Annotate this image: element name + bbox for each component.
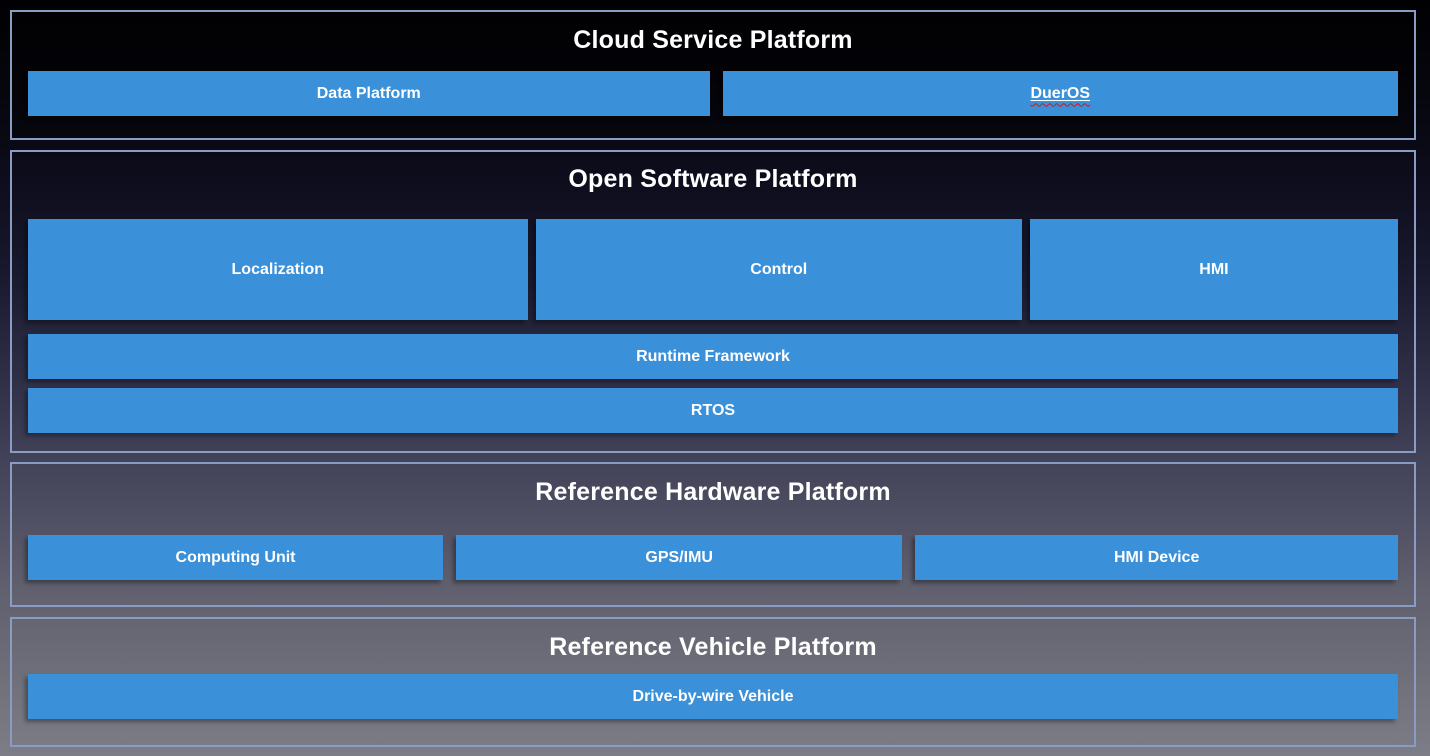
vehicle-section-title: Reference Vehicle Platform [549,633,877,661]
hardware-boxes-row: Computing Unit GPS/IMU HMI Device [28,535,1398,580]
box-rtos: RTOS [28,388,1398,433]
box-data-platform-label: Data Platform [316,84,421,102]
cloud-boxes-row: Data Platform DuerOS [28,71,1398,116]
section-cloud-service-platform: Cloud Service Platform Data Platform Due… [10,10,1416,140]
box-drive-by-wire-vehicle: Drive-by-wire Vehicle [28,674,1398,719]
section-reference-hardware-platform: Reference Hardware Platform Computing Un… [10,462,1416,607]
box-dueros-label: DuerOS [1030,84,1091,102]
box-rtos-label: RTOS [690,401,736,419]
section-open-software-platform: Open Software Platform Localization Cont… [10,150,1416,453]
box-dueros: DuerOS [722,71,1398,116]
box-hmi-device-label: HMI Device [1113,548,1200,566]
box-data-platform: Data Platform [28,71,710,116]
box-computing-unit-label: Computing Unit [175,548,296,566]
box-hmi: HMI [1029,219,1398,320]
box-hmi-label: HMI [1199,260,1229,278]
box-gps-imu: GPS/IMU [456,535,903,580]
box-localization-label: Localization [231,260,324,278]
box-localization: Localization [28,219,528,320]
box-hmi-device: HMI Device [915,535,1398,580]
section-reference-vehicle-platform: Reference Vehicle Platform Drive-by-wire… [10,617,1416,747]
hardware-section-title: Reference Hardware Platform [535,478,891,506]
spellcheck-underline: DuerOS [1030,85,1090,103]
software-section-title: Open Software Platform [568,165,858,193]
software-modules-row: Localization Control HMI [28,219,1398,320]
box-control-label: Control [750,260,808,278]
box-gps-imu-label: GPS/IMU [645,548,713,566]
box-runtime-framework-label: Runtime Framework [636,347,790,365]
box-control: Control [535,219,1022,320]
box-computing-unit: Computing Unit [28,535,444,580]
box-drive-by-wire-vehicle-label: Drive-by-wire Vehicle [632,687,794,705]
box-runtime-framework: Runtime Framework [28,334,1398,379]
cloud-section-title: Cloud Service Platform [573,26,853,54]
